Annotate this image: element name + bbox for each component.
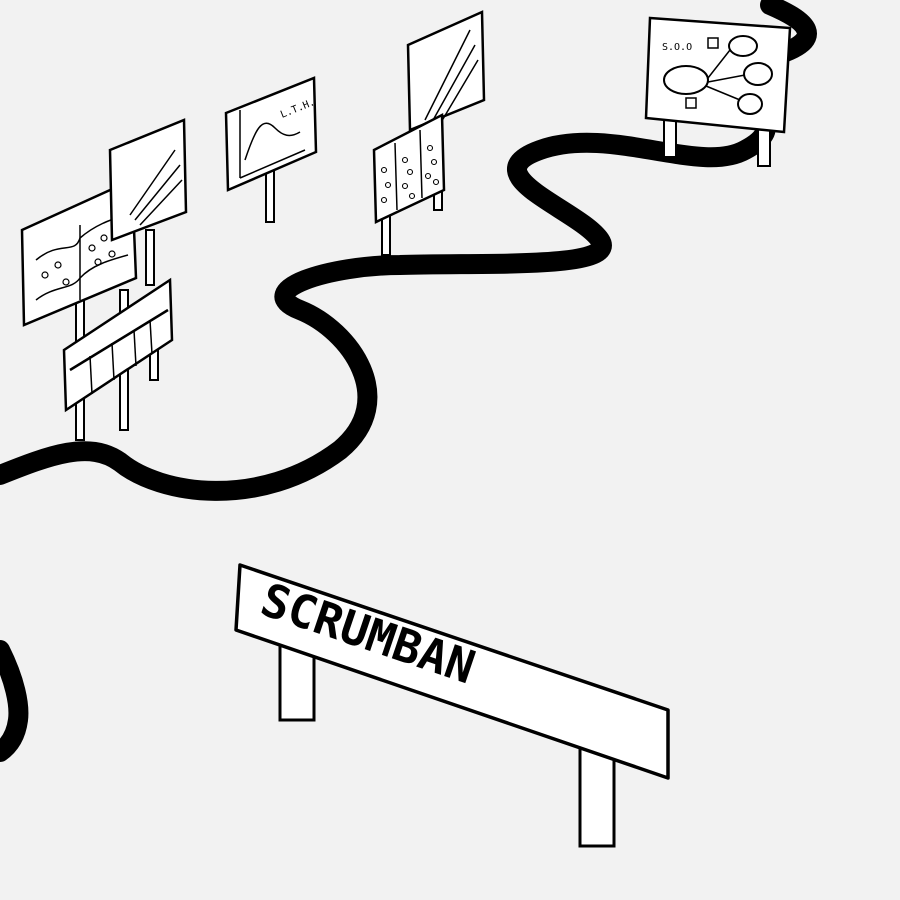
sign-kanban-board	[62, 277, 174, 413]
sign-lt-chart: L.T.H.	[224, 76, 318, 223]
scrumban-sign: SCRUMBAN	[234, 563, 670, 848]
sign-board	[234, 563, 670, 780]
sign-soo-map: S.O.O	[644, 16, 792, 167]
sign-dot-grid	[372, 112, 446, 256]
soo-map-label: S.O.O	[662, 42, 692, 53]
sign-post-right	[578, 746, 616, 848]
sign-rising-lines	[108, 118, 188, 286]
